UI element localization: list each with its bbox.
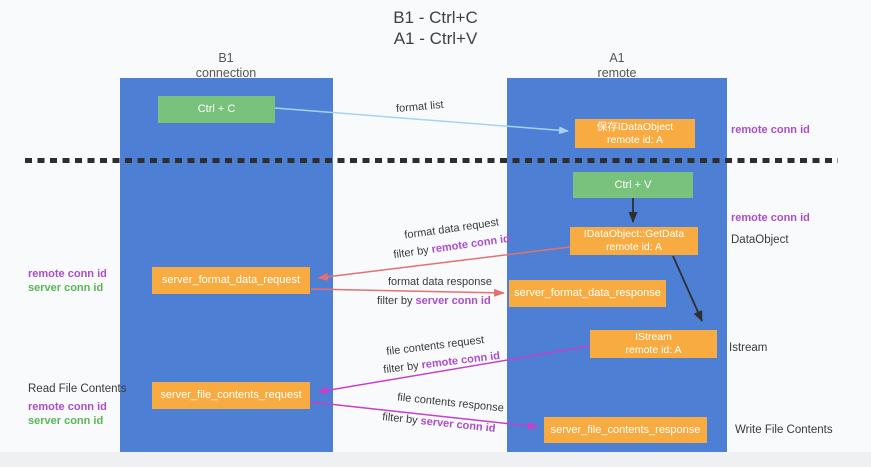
label-remote-conn-id-top: remote conn id: [731, 124, 810, 136]
node-ctrl-v: Ctrl + V: [573, 172, 693, 198]
left-column-subtitle: connection: [195, 66, 257, 80]
node-server-format-data-request-label: server_format_data_request: [161, 274, 301, 286]
filter-by-prefix: filter by: [392, 243, 433, 262]
filter-by-prefix: filter by: [382, 359, 423, 377]
node-save-idataobject: 保存IDataObject remote id: A: [575, 119, 695, 148]
label-left-file-server-conn-id: server conn id: [28, 415, 104, 427]
label-write-file-contents: Write File Contents: [735, 424, 833, 436]
right-column-name: A1: [609, 51, 625, 65]
node-save-idataobject-line1: 保存IDataObject: [596, 120, 674, 133]
filter-by-prefix: filter by: [381, 411, 422, 428]
right-column-subtitle: remote: [597, 66, 637, 80]
title-line-2: A1 - Ctrl+V: [393, 29, 478, 48]
label-dataobject: DataObject: [731, 234, 789, 246]
label-left-file-remote-conn-id: remote conn id: [28, 401, 107, 413]
label-read-file-contents: Read File Contents: [28, 383, 127, 395]
node-istream-line1: IStream: [635, 331, 672, 343]
left-column-name: B1: [218, 51, 234, 65]
node-server-format-data-request: server_format_data_request: [152, 267, 310, 294]
node-ctrl-c: Ctrl + C: [158, 96, 275, 123]
right-column-header: A1 remote: [517, 51, 717, 81]
label-format-list: format list: [395, 98, 445, 116]
diagram-title: B1 - Ctrl+C A1 - Ctrl+V: [0, 7, 871, 49]
node-getdata-line2: remote id: A: [605, 241, 663, 253]
filter-server-conn-id: server conn id: [415, 295, 491, 307]
node-server-format-data-response-label: server_format_data_response: [514, 287, 661, 299]
filter-by-prefix: filter by: [377, 295, 416, 307]
label-filter-by-server-2: filter by server conn id: [382, 411, 496, 435]
filter-remote-conn-id: remote conn id: [430, 232, 511, 256]
node-idataobject-getdata: IDataObject::GetData remote id: A: [570, 227, 698, 255]
node-getdata-line1: IDataObject::GetData: [583, 228, 685, 240]
node-istream-line2: remote id: A: [625, 344, 682, 356]
arrow-format-data-response: [310, 288, 505, 297]
session-separator-dashed-line: [25, 158, 838, 163]
node-server-file-contents-request-label: server_file_contents_request: [160, 389, 302, 401]
label-file-contents-response: file contents response: [396, 391, 505, 415]
left-column-header: B1 connection: [126, 51, 326, 81]
node-server-file-contents-response: server_file_contents_response: [544, 417, 707, 443]
label-istream: Istream: [729, 342, 768, 354]
label-filter-by-server-1: filter by server conn id: [377, 295, 491, 307]
label-remote-conn-id-mid: remote conn id: [731, 212, 810, 224]
label-left-format-server-conn-id: server conn id: [28, 282, 104, 294]
node-istream: IStream remote id: A: [590, 330, 717, 358]
label-left-format-remote-conn-id: remote conn id: [28, 268, 107, 280]
node-ctrl-v-label: Ctrl + V: [614, 178, 652, 191]
footer-strip: [0, 452, 871, 467]
filter-remote-conn-id: remote conn id: [420, 349, 501, 372]
node-server-file-contents-request: server_file_contents_request: [152, 382, 310, 409]
node-server-format-data-response: server_format_data_response: [509, 280, 666, 307]
filter-server-conn-id: server conn id: [419, 415, 497, 435]
title-line-1: B1 - Ctrl+C: [393, 8, 478, 27]
label-format-data-response: format data response: [388, 276, 492, 288]
node-save-idataobject-line2: remote id: A: [606, 133, 664, 146]
node-ctrl-c-label: Ctrl + C: [197, 103, 236, 115]
node-server-file-contents-response-label: server_file_contents_response: [550, 423, 701, 436]
